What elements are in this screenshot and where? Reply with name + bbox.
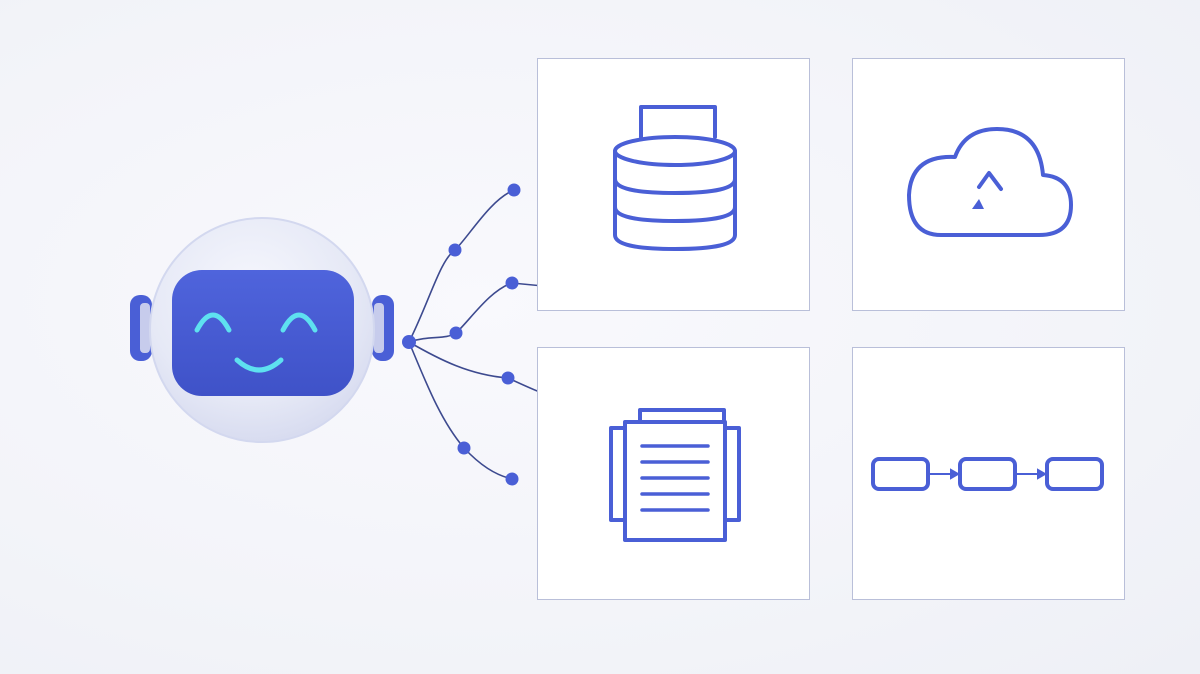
panel-workflow <box>852 347 1125 600</box>
cloud-upload-icon <box>907 127 1073 237</box>
robot-left-eye <box>194 312 232 333</box>
workflow-step-1 <box>871 457 930 491</box>
robot-right-ear-inner <box>374 303 384 353</box>
database-icon <box>613 105 737 251</box>
robot-screen <box>172 270 354 396</box>
connector-line-4 <box>408 341 513 480</box>
connector-node <box>457 441 471 455</box>
connector-node <box>448 243 462 257</box>
panel-database <box>537 58 810 311</box>
connector-node <box>501 371 515 385</box>
robot-mouth <box>234 357 284 373</box>
connector-hub-node <box>402 335 416 349</box>
workflow-arrowhead-2 <box>1037 468 1048 480</box>
connector-node <box>505 472 519 486</box>
workflow-arrowhead-1 <box>950 468 961 480</box>
connector-line-1 <box>408 189 515 343</box>
workflow-step-3 <box>1045 457 1104 491</box>
workflow-steps-icon <box>871 457 1104 491</box>
panel-cloud <box>852 58 1125 311</box>
robot-right-eye <box>280 312 318 333</box>
connector-node <box>507 183 521 197</box>
connector-node <box>505 276 519 290</box>
robot-face-icon <box>130 217 394 443</box>
panel-document <box>537 347 810 600</box>
document-stack-icon <box>609 408 741 542</box>
connector-node <box>449 326 463 340</box>
robot-left-ear-inner <box>140 303 150 353</box>
workflow-step-2 <box>958 457 1017 491</box>
